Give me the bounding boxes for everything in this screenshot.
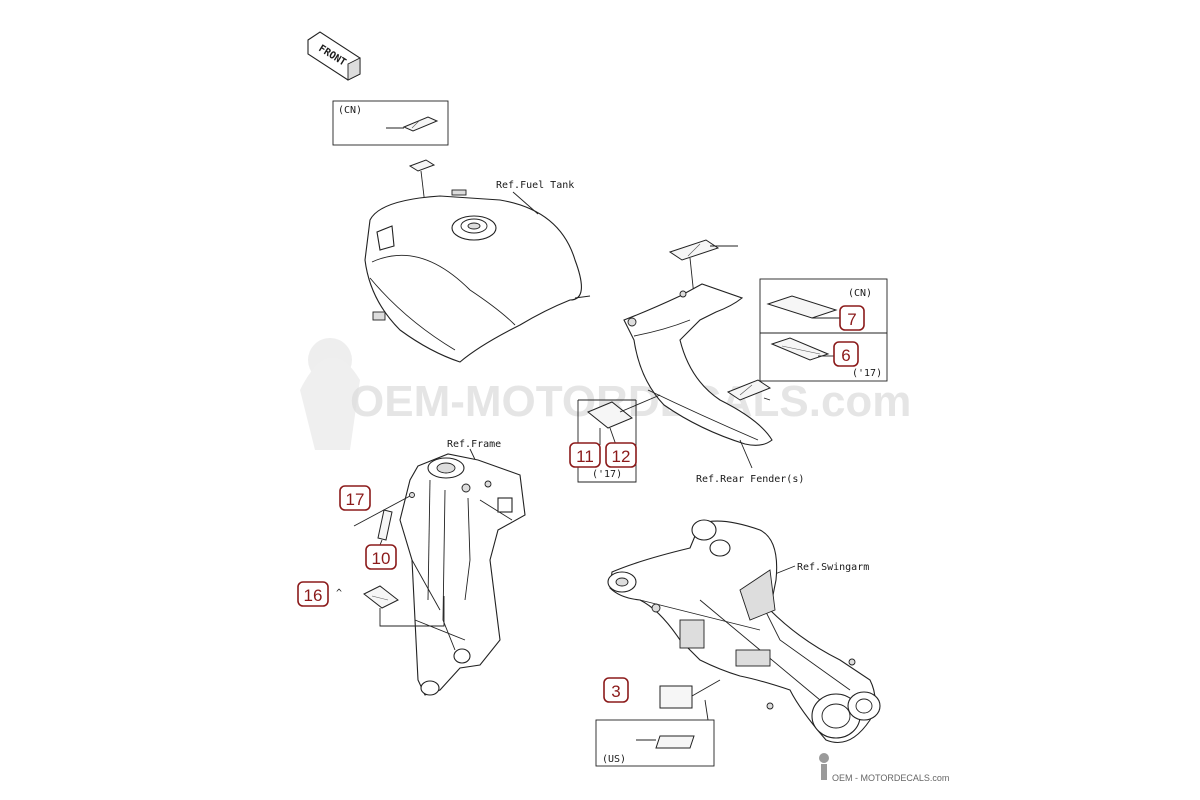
fender-lower-group: ('17)	[577, 394, 661, 483]
swingarm: Ref.Swingarm	[607, 519, 881, 744]
part-number: 17	[346, 490, 365, 509]
part-number: 16	[304, 586, 323, 605]
part-number: 10	[372, 549, 391, 568]
cn-fender-note: (CN)	[848, 288, 872, 299]
part-label-6: 6	[833, 341, 859, 367]
part-16-decal	[363, 585, 399, 609]
us-swingarm-note: (US)	[602, 754, 626, 765]
part-10-decal	[377, 509, 393, 541]
ref-frame-label: Ref.Frame	[447, 439, 501, 450]
us-swingarm-box: (US)	[595, 719, 715, 767]
fender-side-decal	[726, 379, 772, 401]
fender-variant-box: (CN) ('17)	[759, 278, 888, 382]
footer-watermark-text: OEM - MOTORDECALS.com	[832, 773, 949, 783]
ref-fuel-tank-label: Ref.Fuel Tank	[496, 180, 574, 191]
svg-text:^: ^	[336, 588, 342, 599]
part-11-12-decal	[587, 401, 633, 429]
part-7-decal	[766, 295, 838, 319]
front-arrow-icon: FRONT	[307, 31, 361, 81]
ref-rear-fender-label: Ref.Rear Fender(s)	[696, 474, 804, 485]
cn-tank-note: (CN)	[338, 105, 362, 116]
part-label-12: 12	[605, 442, 637, 468]
part-label-7: 7	[839, 305, 865, 331]
tank-top-decal	[408, 159, 436, 172]
part-label-3: 3	[603, 677, 629, 703]
footer-rider-icon	[819, 753, 829, 780]
part-label-17: 17	[339, 485, 371, 511]
frame: Ref.Frame ^	[336, 439, 526, 696]
part-number: 7	[847, 310, 856, 329]
part-label-11: 11	[569, 442, 601, 468]
footer-watermark: OEM - MOTORDECALS.com	[819, 753, 949, 783]
part-3-decal	[659, 685, 693, 709]
part-number: 6	[841, 346, 850, 365]
part-label-10: 10	[365, 544, 397, 570]
part-number: 11	[576, 447, 594, 466]
cn-tank-decal	[402, 116, 439, 132]
part-number: 12	[612, 447, 631, 466]
year-fender-group-note: ('17)	[592, 469, 622, 480]
part-label-16: 16	[297, 581, 329, 607]
us-swingarm-decal	[655, 735, 695, 749]
cn-tank-box: (CN)	[332, 100, 449, 146]
rear-fender: Ref.Rear Fender(s)	[623, 239, 804, 485]
ref-swingarm-label: Ref.Swingarm	[797, 562, 869, 573]
part-6-decal	[770, 337, 830, 361]
watermark-rider-icon	[300, 338, 360, 450]
year-fender-note: ('17)	[852, 368, 882, 379]
fuel-tank: Ref.Fuel Tank	[364, 159, 591, 363]
part-number: 3	[611, 682, 620, 701]
